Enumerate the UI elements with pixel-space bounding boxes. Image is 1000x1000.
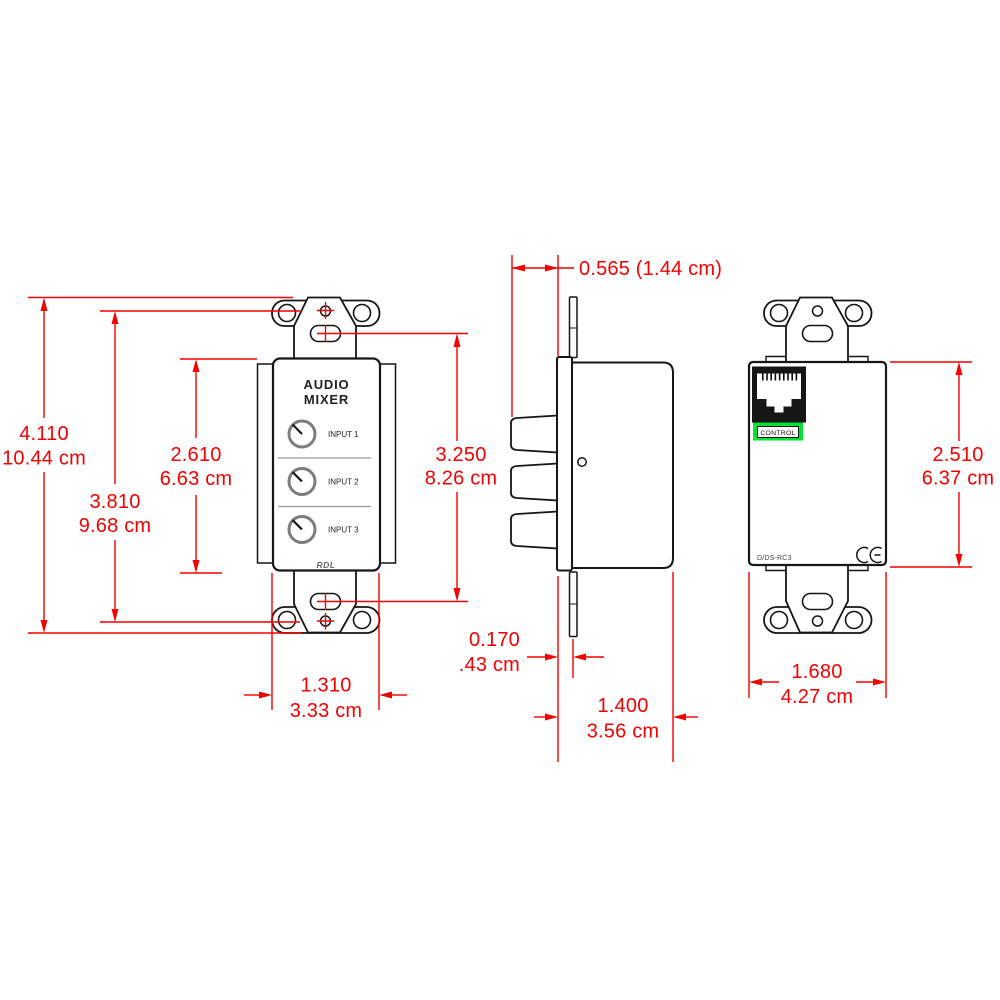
svg-text:3.810: 3.810 xyxy=(89,491,140,513)
svg-text:2.510: 2.510 xyxy=(932,444,983,466)
svg-text:.43 cm: .43 cm xyxy=(459,654,520,676)
screw-hole xyxy=(577,457,587,467)
dimension-rear-height: 2.510 6.37 cm xyxy=(890,361,995,568)
svg-text:2.610: 2.610 xyxy=(170,444,221,466)
bracket-ear-hole xyxy=(277,303,297,323)
dimension-annotations: 4.110 10.44 cm 3.810 9.68 cm 2.6 xyxy=(2,255,994,762)
knob-pointer xyxy=(291,471,303,483)
knob-input1 xyxy=(287,419,317,449)
knob-shaft-side xyxy=(510,462,559,502)
strap-shoulder xyxy=(848,355,869,362)
chassis-box xyxy=(562,361,674,569)
svg-text:6.37 cm: 6.37 cm xyxy=(922,468,995,490)
plate-edge xyxy=(556,356,573,572)
svg-text:0.170: 0.170 xyxy=(469,629,520,651)
rear-view: CONTROL D/DS-RC3 xyxy=(747,296,888,634)
mounting-slot xyxy=(801,324,834,343)
svg-text:3.250: 3.250 xyxy=(435,444,486,466)
rj45-jack-icon xyxy=(752,366,806,423)
svg-text:3.33 cm: 3.33 cm xyxy=(290,700,363,722)
mounting-bracket-bottom-rear xyxy=(763,564,873,634)
svg-text:4.110: 4.110 xyxy=(19,423,69,445)
svg-text:8.26 cm: 8.26 cm xyxy=(425,468,498,490)
knob-shaft-side xyxy=(510,510,559,550)
knob-pointer xyxy=(291,423,303,435)
svg-text:1.400: 1.400 xyxy=(597,695,648,717)
input1-label: INPUT 1 xyxy=(328,430,359,439)
knob-shaft-side xyxy=(510,414,559,454)
side-view xyxy=(510,255,674,638)
rj45-pins xyxy=(762,373,798,381)
svg-text:3.56 cm: 3.56 cm xyxy=(587,721,660,743)
input3-label: INPUT 3 xyxy=(328,526,359,535)
control-label-text: CONTROL xyxy=(760,430,795,437)
mounting-bracket-top-rear xyxy=(763,296,873,363)
svg-text:10.44 cm: 10.44 cm xyxy=(2,448,86,470)
plate-title-line1: AUDIO xyxy=(304,377,350,392)
dimension-insert-height: 2.610 6.63 cm xyxy=(160,358,257,574)
bracket-ear-hole xyxy=(844,303,864,323)
bracket-ear-hole xyxy=(844,610,864,630)
mounting-slot xyxy=(801,592,834,611)
dimension-rear-width: 1.680 4.27 cm xyxy=(748,572,887,708)
dimension-plate-thickness: 0.170 .43 cm xyxy=(459,576,604,762)
front-view: AUDIO MIXER INPUT 1 INPUT 2 INPUT 3 RDL xyxy=(256,296,397,634)
flange-tab-right xyxy=(378,363,397,564)
dimension-screw-spacing: 3.810 9.68 cm xyxy=(79,302,334,630)
dimension-overall-height: 4.110 10.44 cm xyxy=(2,296,302,634)
plate-title-line2: MIXER xyxy=(304,392,349,407)
dimension-knob-protrusion: 0.565 (1.44 cm) xyxy=(512,255,722,356)
svg-text:1.310: 1.310 xyxy=(300,675,351,697)
dimension-insert-width: 1.310 3.33 cm xyxy=(244,573,407,722)
knob-input3 xyxy=(287,515,317,544)
input2-label: INPUT 2 xyxy=(328,478,359,487)
screw-hole xyxy=(811,305,824,317)
strap-tail-top xyxy=(568,296,578,359)
svg-text:6.63 cm: 6.63 cm xyxy=(160,468,233,490)
dimension-slot-spacing: 3.250 8.26 cm xyxy=(317,325,497,610)
dimension-mounting-depth: 1.400 3.56 cm xyxy=(534,572,698,762)
knob-input2 xyxy=(287,467,317,496)
bracket-ear-hole xyxy=(277,610,297,630)
brand-label: RDL xyxy=(317,560,336,570)
knob-pointer xyxy=(291,519,303,531)
svg-text:0.565 (1.44 cm): 0.565 (1.44 cm) xyxy=(579,258,722,280)
strap-shoulder xyxy=(765,355,786,362)
ce-mark-icon xyxy=(856,546,882,564)
bracket-ear-hole xyxy=(352,610,372,630)
model-number: D/DS-RC3 xyxy=(757,555,792,562)
strap-shoulder xyxy=(765,565,786,572)
svg-text:4.27 cm: 4.27 cm xyxy=(781,686,854,708)
svg-text:1.680: 1.680 xyxy=(791,661,842,683)
control-port-label: CONTROL xyxy=(753,422,803,441)
bracket-ear-hole xyxy=(769,610,789,630)
strap-shoulder xyxy=(848,565,869,572)
svg-text:9.68 cm: 9.68 cm xyxy=(79,515,152,537)
bracket-ear-hole xyxy=(769,303,789,323)
screw-hole xyxy=(811,615,824,627)
flange-tab-left xyxy=(256,363,275,564)
bracket-ear-hole xyxy=(352,303,372,323)
